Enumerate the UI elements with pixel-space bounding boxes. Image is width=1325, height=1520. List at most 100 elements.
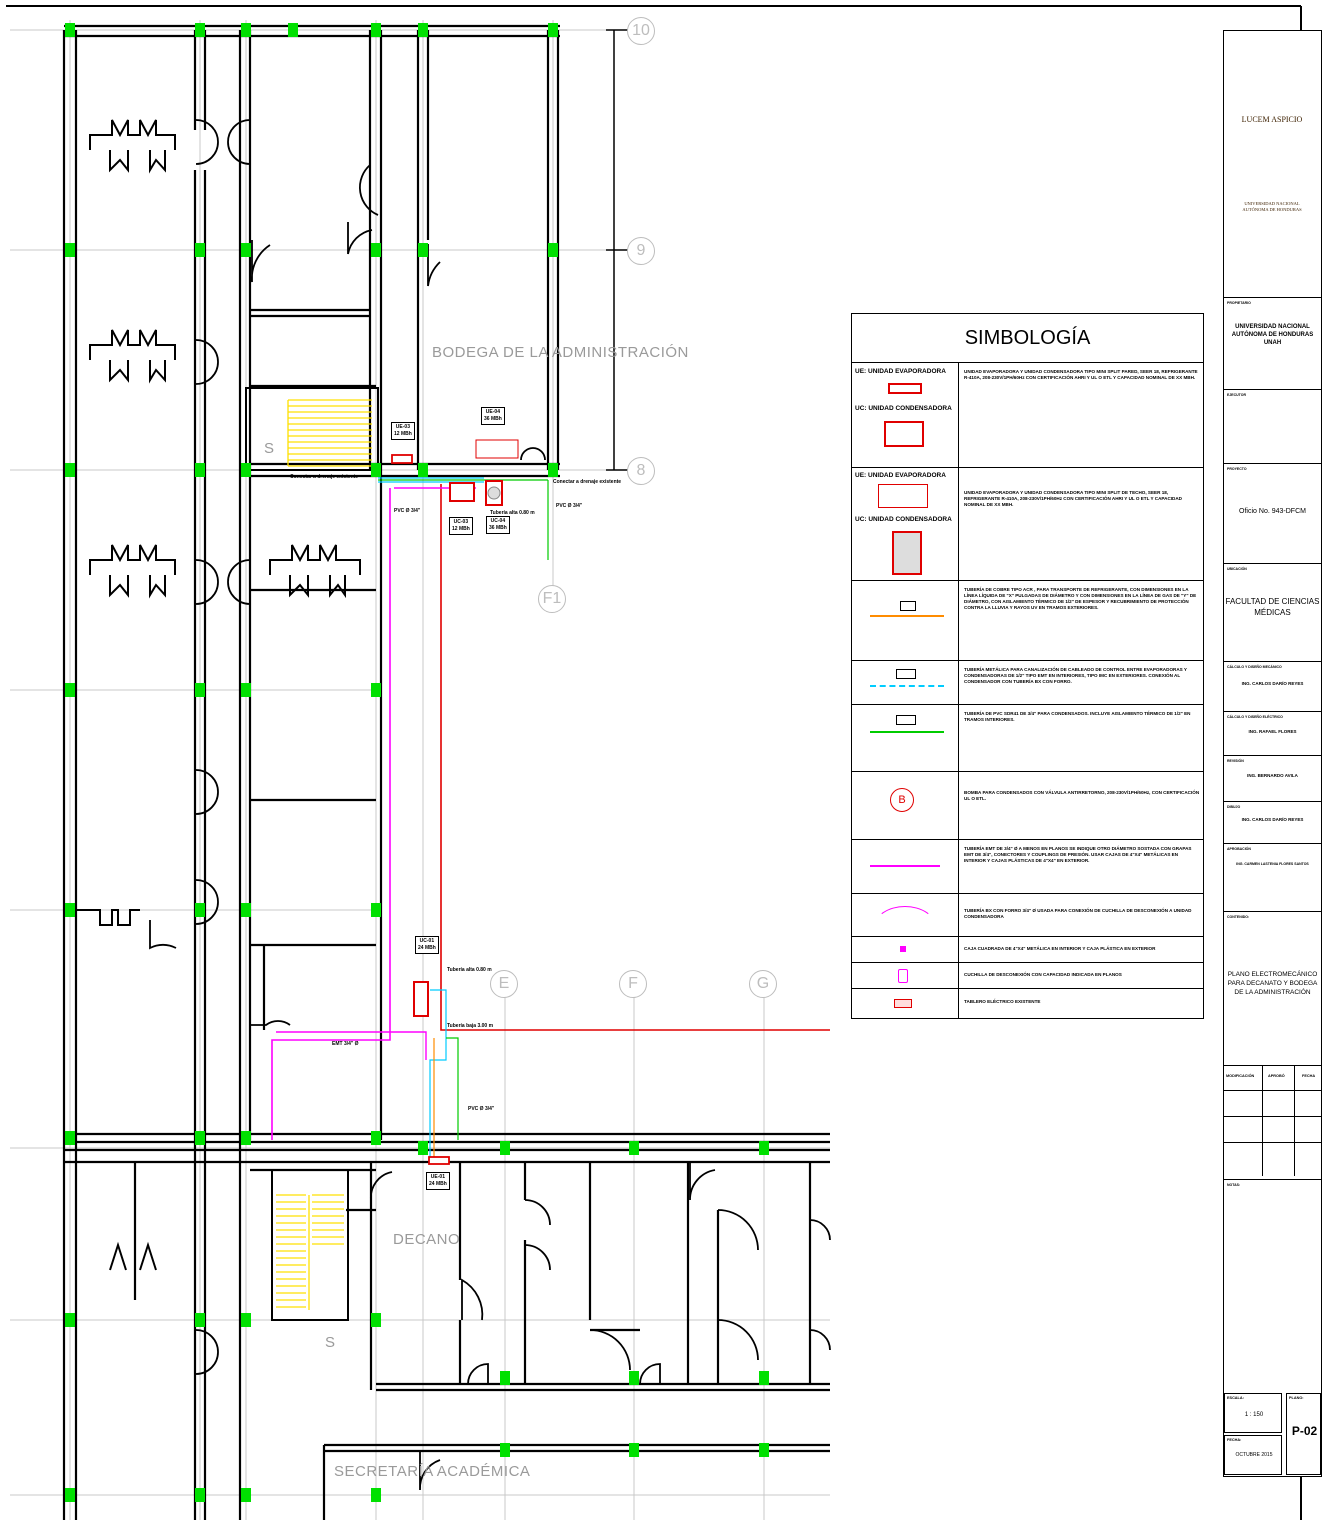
room-label-bodega: BODEGA DE LA ADMINISTRACIÓN <box>432 344 689 361</box>
structural-column <box>65 683 75 697</box>
grid-bubble-f: F <box>619 970 647 998</box>
structural-column <box>500 1443 510 1457</box>
tag-ue04: UE-04 36 MBh <box>481 407 505 425</box>
tb-propietario: PROPIETARIO UNIVERSIDAD NACIONAL AUTÓNOM… <box>1224 297 1321 385</box>
legend-description: CAJA CUADRADA DE 4"X4" METÁLICA EN INTER… <box>964 946 1156 951</box>
structural-column <box>418 1141 428 1155</box>
tb-revisions-table: MODIFICACIÓN APROBÓ FECHA <box>1224 1065 1321 1176</box>
structural-column <box>65 463 75 477</box>
legend-description: UNIDAD EVAPORADORA Y UNIDAD CONDENSADORA… <box>964 490 1182 507</box>
tb-bottom: ESCALA: 1 : 150 FECHA: OCTUBRE 2015 PLAN… <box>1224 1393 1321 1476</box>
legend-description: UNIDAD EVAPORADORA Y UNIDAD CONDENSADORA… <box>964 369 1198 380</box>
structural-column <box>241 243 251 257</box>
legend-description: TUBERÍA DE COBRE TIPO ACR , PARA TRANSPO… <box>964 587 1197 610</box>
grid-bubble-10: 10 <box>627 17 655 45</box>
tag-ue03: UE-03 12 MBh <box>391 422 415 440</box>
tb-ejecutor: EJECUTOR <box>1224 389 1321 459</box>
legend-row: CAJA CUADRADA DE 4"X4" METÁLICA EN INTER… <box>852 936 1203 963</box>
structural-column <box>288 23 298 37</box>
tb-aprobacion: APROBACIÓN ING. CARMEN LASTENIA FLORES S… <box>1224 843 1321 909</box>
grid-bubble-8: 8 <box>627 457 655 485</box>
legend-description: TABLERO ELÉCTRICO EXISTENTE <box>964 999 1041 1004</box>
structural-column <box>548 243 558 257</box>
structural-column <box>195 463 205 477</box>
stair-label: S <box>264 440 275 457</box>
legend-row: TUBERÍA EMT DE 3/4" Ø A MENOS EN PLANOS … <box>852 839 1203 894</box>
legend-row: TABLERO ELÉCTRICO EXISTENTE <box>852 988 1203 1019</box>
pump-icon: B <box>890 788 914 812</box>
grid-bubble-9: 9 <box>627 237 655 265</box>
stair-label: S <box>325 1334 336 1351</box>
structural-column <box>418 243 428 257</box>
structural-column <box>371 1313 381 1327</box>
structural-column <box>629 1141 639 1155</box>
tb-calc-electrico-value: ING. RAFAEL FLORES <box>1248 729 1297 734</box>
structural-column <box>418 23 428 37</box>
tb-contenido: CONTENIDO: PLANO ELECTROMECÁNICO PARA DE… <box>1224 911 1321 1063</box>
legend-symbol-label: UE: UNIDAD EVAPORADORA <box>855 368 946 375</box>
structural-column <box>195 1488 205 1502</box>
structural-column <box>195 243 205 257</box>
structural-column <box>500 1371 510 1385</box>
legend-symbol-label: UC: UNIDAD CONDENSADORA <box>855 516 952 523</box>
legend-title: SIMBOLOGÍA <box>852 314 1203 363</box>
tag-uc04: UC-04 36 MBh <box>486 516 510 534</box>
note-drain: Conectar a drenaje existente <box>290 474 359 480</box>
structural-column <box>371 683 381 697</box>
structural-column <box>65 1313 75 1327</box>
structural-column <box>371 1488 381 1502</box>
structural-column <box>241 1131 251 1145</box>
tb-revision: REVISIÓN ING. BERNARDO AVILA <box>1224 755 1321 799</box>
note-pipe-height: Tubería alta 0.80 m <box>490 510 535 516</box>
room-label-decano: DECANO <box>393 1231 461 1248</box>
title-block: LUCEM ASPICIO UNIVERSIDAD NACIONAL AUTÓN… <box>1223 30 1322 1477</box>
structural-column <box>548 463 558 477</box>
legend-row: UE: UNIDAD EVAPORADORA UC: UNIDAD CONDEN… <box>852 362 1203 468</box>
structural-column <box>195 683 205 697</box>
room-label-secretaria: SECRETARÍA ACADÉMICA <box>334 1463 531 1480</box>
note-pvc: PVC Ø 3/4" <box>394 508 421 514</box>
tb-contenido-value: PLANO ELECTROMECÁNICO PARA DECANATO Y BO… <box>1227 971 1318 996</box>
tb-calc-mecanico-value: ING. CARLOS DARÍO REYES <box>1241 681 1304 686</box>
structural-column <box>371 463 381 477</box>
structural-column <box>759 1443 769 1457</box>
grid-bubble-f1: F1 <box>538 585 566 613</box>
tb-calc-electrico: CÁLCULO Y DISEÑO ELÉCTRICO ING. RAFAEL F… <box>1224 711 1321 753</box>
structural-column <box>195 1131 205 1145</box>
structural-column <box>759 1371 769 1385</box>
tb-ubicacion-value: FACULTAD DE CIENCIAS MÉDICAS <box>1225 597 1320 617</box>
structural-column <box>371 243 381 257</box>
note-pvc: PVC Ø 3/4" <box>468 1106 495 1112</box>
tb-plano: PLANO: P-02 <box>1286 1393 1321 1475</box>
structural-column <box>65 23 75 37</box>
structural-column <box>241 683 251 697</box>
structural-column <box>65 1131 75 1145</box>
structural-column <box>371 903 381 917</box>
tb-ubicacion: UBICACIÓN FACULTAD DE CIENCIAS MÉDICAS <box>1224 563 1321 657</box>
legend-description: CUCHILLA DE DESCONEXIÓN CON CAPACIDAD IN… <box>964 972 1122 977</box>
structural-column <box>241 463 251 477</box>
structural-column <box>195 23 205 37</box>
seal-name: UNIVERSIDAD NACIONAL AUTÓNOMA DE HONDURA… <box>1242 201 1302 212</box>
note-pipe-height: Tubería baja 3.00 m <box>447 1023 494 1029</box>
legend-row: TUBERÍA METÁLICA PARA CANALIZACIÓN DE CA… <box>852 660 1203 705</box>
structural-column <box>65 1488 75 1502</box>
tb-dibujo: DIBUJO ING. CARLOS DARÍO REYES <box>1224 801 1321 841</box>
legend-symbol-label: UC: UNIDAD CONDENSADORA <box>855 405 952 412</box>
structural-column <box>629 1443 639 1457</box>
legend-row: UE: UNIDAD EVAPORADORA UC: UNIDAD CONDEN… <box>852 467 1203 581</box>
structural-column <box>195 1313 205 1327</box>
tb-notas: NOTAS: <box>1224 1179 1321 1389</box>
structural-column <box>195 903 205 917</box>
stair-upper <box>245 387 379 471</box>
structural-column <box>65 903 75 917</box>
legend-description: TUBERÍA DE PVC SDR41 DE 3/4" PARA CONDEN… <box>964 711 1191 722</box>
tb-propietario-value: UNIVERSIDAD NACIONAL AUTÓNOMA DE HONDURA… <box>1231 324 1314 346</box>
structural-column <box>759 1141 769 1155</box>
tag-uc01: UC-01 24 MBh <box>415 936 439 954</box>
tb-plano-value: P-02 <box>1291 1424 1318 1438</box>
structural-column <box>500 1141 510 1155</box>
legend-description: TUBERÍA METÁLICA PARA CANALIZACIÓN DE CA… <box>964 667 1187 684</box>
structural-column <box>241 1488 251 1502</box>
structural-column <box>548 23 558 37</box>
